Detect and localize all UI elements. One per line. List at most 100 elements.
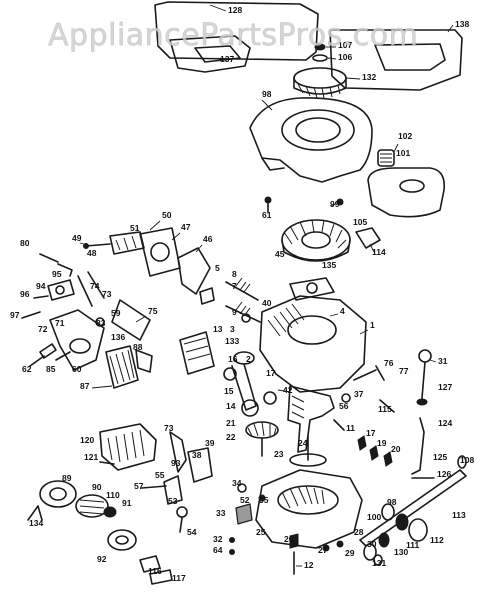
part-callout-7: 7 [232,281,237,291]
part-callout-3: 3 [230,324,235,334]
part-callout-92: 92 [97,554,107,564]
part-callout-71: 71 [55,318,65,328]
part-callout-20: 20 [391,444,401,454]
part-callout-2: 2 [246,354,251,364]
part-callout-22: 22 [226,432,236,442]
starter-cup [293,67,361,99]
part-callout-28: 28 [354,527,364,537]
part-callout-8: 8 [232,269,237,279]
part-callout-113: 113 [452,510,466,520]
part-callout-42: 42 [283,385,293,395]
muffler [99,423,157,471]
part-callout-138: 138 [455,19,469,29]
part-callout-126: 126 [437,469,451,479]
part-callout-80: 80 [20,238,30,248]
part-callout-73: 73 [164,423,174,433]
part-callout-102: 102 [398,131,412,141]
part-callout-112: 112 [430,535,444,545]
part-callout-125: 125 [433,452,447,462]
part-callout-19: 19 [377,438,387,448]
part-callout-114: 114 [372,247,386,257]
part-callout-83: 83 [96,318,106,328]
part-callout-17: 17 [366,428,376,438]
part-callout-47: 47 [181,222,191,232]
part-callout-106: 106 [338,52,352,62]
part-callout-105: 105 [353,217,367,227]
part-callout-15: 15 [224,386,234,396]
part-callout-89: 89 [62,473,72,483]
part-callout-116: 116 [148,566,162,576]
part-callout-34: 34 [232,478,242,488]
breather-assembly [375,365,395,413]
part-callout-50: 50 [162,210,172,220]
governor-linkage-parts [21,242,111,319]
part-callout-97: 97 [10,310,20,320]
part-callout-labels: 1281381071061371329810210199611051145051… [10,5,474,583]
part-callout-76: 76 [384,358,394,368]
part-callout-55: 55 [155,470,165,480]
part-callout-11: 11 [346,423,355,433]
part-callout-45: 45 [275,249,285,259]
part-callout-4: 4 [340,306,345,316]
part-callout-53: 53 [168,496,178,506]
part-callout-124: 124 [438,418,452,428]
oil-seal-dipper [289,435,327,467]
part-callout-128: 128 [228,5,242,15]
part-callout-88: 88 [133,342,143,352]
part-callout-64: 64 [213,545,223,555]
part-callout-21: 21 [226,418,236,428]
part-callout-131: 131 [372,558,386,568]
part-callout-98: 98 [262,89,272,99]
crankshaft [277,369,377,453]
part-callout-98: 98 [387,497,397,507]
part-callout-135: 135 [322,260,336,270]
part-callout-31: 31 [438,356,448,366]
part-callout-56: 56 [339,401,349,411]
part-callout-13: 13 [213,324,223,334]
flywheel-nut-washer [312,43,337,62]
part-callout-38: 38 [192,450,202,460]
part-callout-74: 74 [90,281,100,291]
flywheel [281,219,351,262]
part-callout-101: 101 [396,148,410,158]
recoil-starter [27,480,173,585]
part-callout-132: 132 [362,72,376,82]
part-callout-120: 120 [80,435,94,445]
part-callout-115: 115 [378,404,392,414]
part-callout-30: 30 [367,539,377,549]
part-callout-5: 5 [215,263,220,273]
part-callout-12: 12 [304,560,314,570]
part-callout-1: 1 [370,320,375,330]
part-callout-85: 85 [46,364,56,374]
part-callout-96: 96 [20,289,30,299]
part-callout-24: 24 [298,438,308,448]
part-callout-25: 25 [256,527,266,537]
part-callout-77: 77 [399,366,409,376]
part-callout-111: 111 [406,540,420,550]
part-callout-27: 27 [318,545,328,555]
part-callout-136: 136 [111,332,125,342]
camshaft-gear [245,391,279,457]
part-callout-75: 75 [148,306,158,316]
part-callout-110: 110 [106,490,120,500]
part-callout-99: 99 [330,199,340,209]
part-callout-40: 40 [262,298,272,308]
part-callout-9: 9 [232,307,237,317]
part-callout-33: 33 [216,508,226,518]
part-callout-32: 32 [213,534,223,544]
blower-housing [249,97,373,183]
linkage-spring [29,343,71,367]
part-callout-100: 100 [367,512,381,522]
intake-tube [49,299,151,371]
piston-connecting-rod [179,331,259,417]
air-cleaner-element [91,345,153,389]
fuel-tank [367,143,446,218]
valve-parts [199,277,261,323]
housing-screws [264,196,344,213]
part-callout-39: 39 [205,438,215,448]
part-callout-23: 23 [274,449,284,459]
part-callout-117: 117 [172,573,186,583]
part-callout-134: 134 [29,518,43,528]
